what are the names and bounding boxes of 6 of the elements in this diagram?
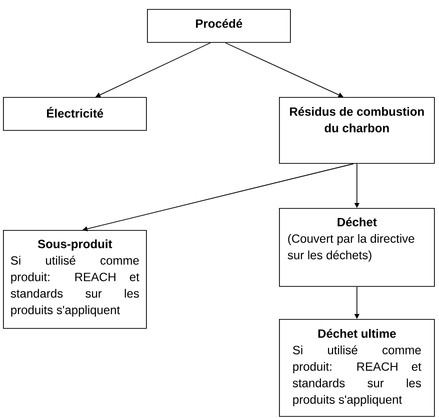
process-box: Déchet ultime Si utilisé comme produit: REACH et standards sur les produits s'appliquent [279, 319, 435, 417]
process-box: Sous-produit Si utilisé comme produit: REACH et standards sur les produits s'appliquent [3, 230, 147, 329]
process-box: Procédé [147, 9, 291, 43]
process-box: Déchet (Couvert par la directive sur les déchets) [279, 208, 435, 287]
process-box: Électricité [3, 97, 147, 131]
process-box: Résidus de combustion du charbon [279, 97, 435, 164]
